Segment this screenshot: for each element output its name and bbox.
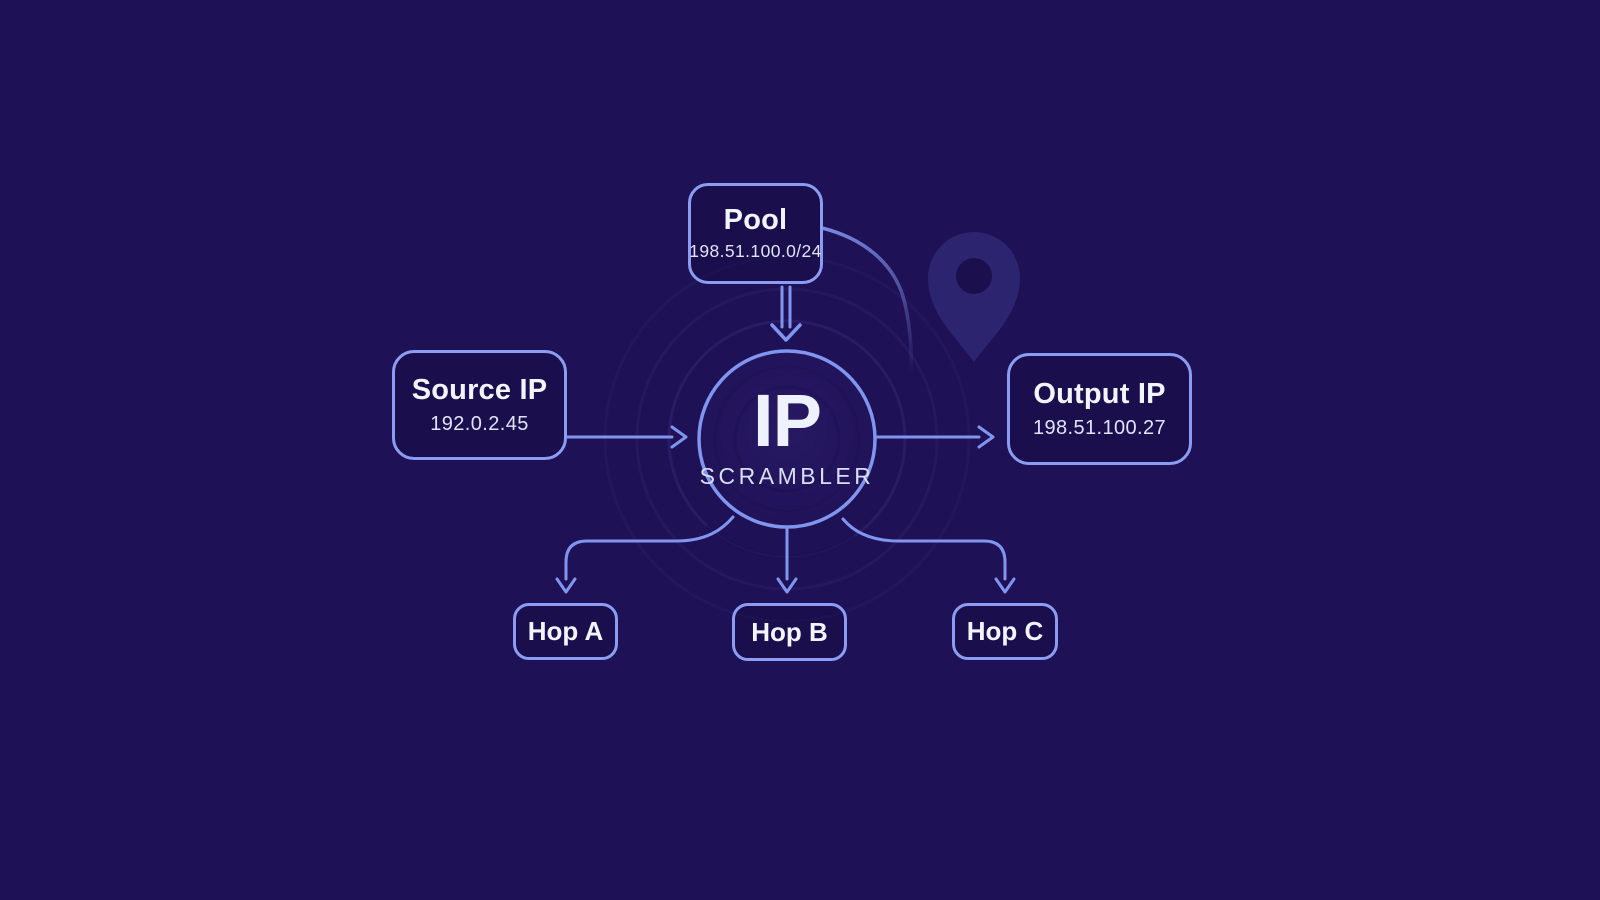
hop-c-node: Hop C [952,603,1058,660]
source-ip-node: Source IP 192.0.2.45 [392,350,567,460]
pool-title: Pool [723,204,788,237]
edge-scrambler-to-hop-c [841,517,1016,594]
hop-b-node: Hop B [732,603,847,661]
hop-a-label: Hop A [527,616,604,646]
hop-a-node: Hop A [513,603,618,660]
edge-scrambler-to-hop-a [555,515,735,594]
pool-swoosh-decoration [820,226,913,376]
output-ip-node: Output IP 198.51.100.27 [1007,353,1192,465]
pool-node: Pool 198.51.100.0/24 [688,183,823,284]
location-pin-icon [928,232,1020,362]
source-ip-title: Source IP [411,373,548,406]
edge-source-to-scrambler [565,425,688,449]
output-ip-value: 198.51.100.27 [1032,417,1167,440]
source-ip-value: 192.0.2.45 [430,413,529,436]
output-ip-title: Output IP [1033,377,1166,410]
pool-value: 198.51.100.0/24 [689,241,822,262]
hop-b-label: Hop B [751,616,828,647]
scrambler-circle-outline [697,349,877,529]
edge-scrambler-to-output [875,425,995,449]
edge-pool-to-scrambler [770,285,802,342]
hop-c-label: Hop C [966,616,1044,646]
edge-scrambler-to-hop-b [776,526,798,594]
